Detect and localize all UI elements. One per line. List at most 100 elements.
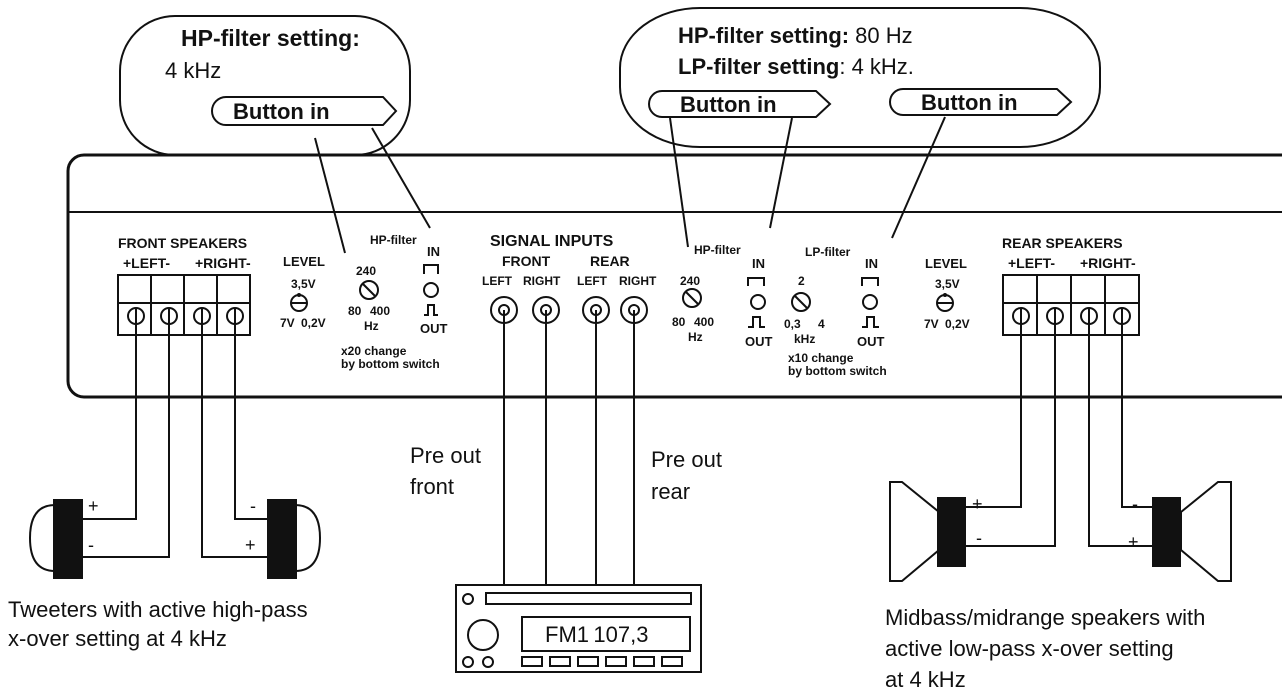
pre-out-front-line-1: Pre out [410,443,481,468]
hp-front-left: 80 [348,304,362,318]
midbass-left-minus: - [976,528,982,548]
caption-tweeters-line-1: Tweeters with active high-pass [8,597,308,622]
hp-rear-title: HP-filter [694,243,741,257]
lp-rear-right: 4 [818,317,825,331]
signal-inputs-front: FRONT [502,253,551,269]
caption-midbass-line-2: active low-pass x-over setting [885,636,1174,661]
hp-filter-front-switch: HP-filter IN OUT [370,233,448,336]
pre-out-front-line-2: front [410,474,454,499]
hp-front-switch-out: OUT [420,321,448,336]
callout-right-lp-value: : 4 kHz. [839,54,914,79]
midbass-right [1152,481,1232,582]
level-front-right: 0,2V [301,316,326,330]
callout-left-hp-value: 4 kHz [165,58,221,83]
hp-front-unit: Hz [364,319,379,333]
radio-band: FM1 [545,622,589,647]
amplifier-chassis [66,153,1282,399]
hp-rear-left: 80 [672,315,686,329]
level-rear-right: 0,2V [945,317,970,331]
lp-rear-note-2: by bottom switch [788,364,887,378]
front-speakers-left-label: +LEFT- [123,255,170,271]
lp-rear-note-1: x10 change [788,351,854,365]
hp-rear-switch-in: IN [752,256,765,271]
tweeter-right-plus: + [245,535,256,555]
tweeter-left-plus: + [88,496,99,516]
level-front-left: 7V [280,316,295,330]
lp-rear-switch-in: IN [865,256,878,271]
callout-right-hp-value: 80 Hz [855,23,912,48]
hp-front-switch-title: HP-filter [370,233,417,247]
front-speakers-terminal: FRONT SPEAKERS +LEFT- +RIGHT- [117,235,251,336]
level-front-knob: LEVEL 3,5V 7V 0,2V [280,254,326,330]
lp-rear-center: 2 [798,274,805,288]
hp-filter-rear-knob: HP-filter 240 80 400 Hz [672,243,741,344]
signal-inputs-title: SIGNAL INPUTS [490,233,614,250]
hp-front-right: 400 [370,304,390,318]
midbass-right-plus: + [1128,532,1139,552]
lp-rear-unit: kHz [794,332,815,346]
callout-left: HP-filter setting: 4 kHz Button in [119,15,411,156]
front-speakers-title: FRONT SPEAKERS [118,235,247,251]
level-rear-top: 3,5V [935,277,960,291]
hp-front-switch-in: IN [427,244,440,259]
rear-speaker-wires [966,324,1152,547]
hp-filter-rear-switch: IN OUT [745,256,773,349]
pre-out-rear-line-1: Pre out [651,447,722,472]
hp-rear-unit: Hz [688,330,703,344]
hp-front-note-1: x20 change [341,344,407,358]
lp-filter-rear-knob: LP-filter 2 0,3 4 kHz x10 change by bott… [784,245,887,378]
signal-inputs-left-1: LEFT [482,274,513,288]
signal-inputs-left-2: LEFT [577,274,608,288]
signal-inputs-rear: REAR [590,253,630,269]
rear-speakers-title: REAR SPEAKERS [1002,235,1123,251]
lp-rear-title: LP-filter [805,245,851,259]
tweeter-right-minus: - [250,496,256,516]
callout-left-hp-label: HP-filter setting: [181,25,360,51]
callout-right-lp-label: LP-filter setting [678,54,839,79]
signal-inputs: SIGNAL INPUTS FRONT REAR LEFT RIGHT LEFT… [482,233,657,324]
hp-rear-center: 240 [680,274,700,288]
midbass-left [889,481,966,582]
callout-right-hp-label: HP-filter setting: [678,23,849,48]
level-front-title: LEVEL [283,254,325,269]
svg-text:LP-filter setting: 4 kHz.: LP-filter setting: 4 kHz. [678,54,914,79]
signal-inputs-right-1: RIGHT [523,274,561,288]
hp-front-note-2: by bottom switch [341,357,440,371]
tweeter-left-minus: - [88,535,94,555]
caption-tweeters-line-2: x-over setting at 4 kHz [8,626,227,651]
level-rear-knob: LEVEL 3,5V 7V 0,2V [924,256,970,331]
lp-rear-switch-out: OUT [857,334,885,349]
svg-text:HP-filter setting:80 Hz: HP-filter setting:80 Hz [678,23,913,48]
rear-speakers-right-label: +RIGHT- [1080,255,1136,271]
rca-cables [503,310,635,585]
caption-midbass-line-1: Midbass/midrange speakers with [885,605,1205,630]
pre-out-rear-line-2: rear [651,479,690,504]
callout-right-button-2: Button in [921,90,1018,115]
signal-inputs-right-2: RIGHT [619,274,657,288]
lp-rear-left: 0,3 [784,317,801,331]
radio-frequency: 107,3 [593,622,648,647]
rear-speakers-terminal: REAR SPEAKERS +LEFT- +RIGHT- [1002,235,1140,336]
hp-filter-front-knob: 240 80 400 Hz x20 change by bottom switc… [341,264,440,371]
midbass-right-minus: - [1132,494,1138,514]
callout-right-button-1: Button in [680,92,777,117]
hp-rear-right: 400 [694,315,714,329]
midbass-left-plus: + [972,494,983,514]
rear-speakers-left-label: +LEFT- [1008,255,1055,271]
level-rear-title: LEVEL [925,256,967,271]
hp-front-center: 240 [356,264,376,278]
hp-rear-switch-out: OUT [745,334,773,349]
tweeter-left [28,499,83,579]
level-rear-left: 7V [924,317,939,331]
tweeter-right [267,499,322,579]
lp-filter-rear-switch: IN OUT [857,256,885,349]
caption-midbass-line-3: at 4 kHz [885,667,966,692]
level-front-top: 3,5V [291,277,316,291]
front-speaker-wires [83,324,267,558]
callout-left-button: Button in [233,99,330,124]
callout-right: HP-filter setting:80 Hz LP-filter settin… [619,7,1101,148]
front-speakers-right-label: +RIGHT- [195,255,251,271]
